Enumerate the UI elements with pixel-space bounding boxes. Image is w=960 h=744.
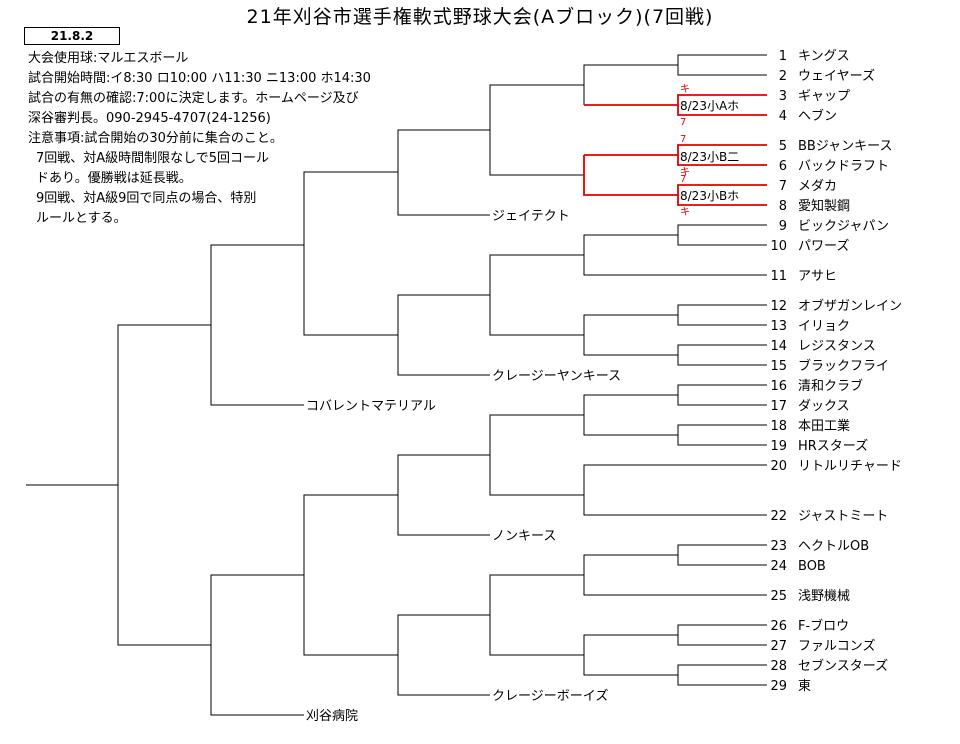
team-number: 3 (779, 89, 787, 104)
team-name: オブザガンレイン (798, 298, 902, 314)
team-number: 24 (770, 559, 787, 574)
note-start-time: 試合開始時間:イ8:30 ロ10:00 ハ11:30 ニ13:00 ホ14:30 (28, 71, 371, 86)
team-name: リトルリチャード (798, 459, 902, 474)
match-score-1-bottom: 7 (680, 117, 686, 128)
team-name: メダカ (798, 179, 837, 194)
team-number: 4 (779, 109, 787, 124)
team-name: 東 (798, 678, 811, 694)
team-number: 7 (779, 179, 787, 194)
team-name: ウェイヤーズ (798, 68, 875, 84)
team-name: 清和クラブ (798, 378, 863, 394)
match-score-2-bottom: キ (680, 167, 690, 178)
team-name: パワーズ (798, 238, 849, 254)
team-number: 12 (770, 299, 787, 314)
page-title: 21年刈谷市選手権軟式野球大会(Aブロック)(7回戦) (246, 6, 714, 28)
team-number: 1 (779, 49, 787, 64)
advanced-teams: ジェイテクト クレージーヤンキース コバレントマテリアル ノンキース クレージー… (306, 209, 621, 724)
team-name: キングス (798, 49, 850, 64)
team-number: 8 (779, 199, 787, 214)
match-label-2: 8/23小B二 (680, 150, 739, 164)
match-score-2-top: 7 (680, 134, 686, 145)
match-score-3-bottom: キ (680, 207, 690, 218)
team-name: BBジャンキース (798, 139, 893, 154)
note-caution: 注意事項:試合開始の30分前に集合のこと。 (28, 131, 283, 146)
team-number: 14 (770, 339, 787, 354)
note-rule-7b: ドあり。優勝戦は延長戦。 (36, 171, 192, 186)
match-scores: キ 7 7 キ 7 キ (680, 84, 690, 218)
advanced-covalent: コバレントマテリアル (306, 399, 436, 414)
note-contact: 深谷審判長。090-2945-4707(24-1256) (28, 111, 271, 126)
team-number: 15 (770, 359, 787, 374)
team-name: ヘブン (798, 108, 837, 124)
team-name: 本田工業 (798, 418, 850, 434)
team-number: 20 (770, 459, 787, 474)
team-name: 愛知製鋼 (798, 198, 850, 214)
team-number: 23 (770, 539, 787, 554)
advanced-kariya: 刈谷病院 (306, 709, 358, 724)
team-name: ジャストミート (798, 509, 888, 524)
match-score-3-top: 7 (680, 174, 686, 185)
note-ball: 大会使用球:マルエスボール (28, 51, 189, 66)
team-number: 9 (779, 219, 787, 234)
match-label-3: 8/23小Bホ (680, 189, 739, 203)
date-badge: 21.8.2 (24, 27, 120, 45)
team-name: アサヒ (798, 269, 837, 284)
team-name: BOB (798, 559, 826, 574)
team-name: イリョク (798, 319, 850, 334)
team-name: レジスタンス (798, 339, 876, 354)
team-name: ビックジャパン (798, 219, 889, 234)
note-rule-7: 7回戦、対A級時間制限なしで5回コール (36, 151, 270, 166)
team-number: 13 (770, 319, 787, 334)
match-label-1: 8/23小Aホ (680, 99, 739, 113)
team-name: ファルコンズ (798, 638, 875, 654)
match-score-1-top: キ (680, 84, 690, 95)
team-name: ブラックフライ (798, 358, 889, 374)
team-name: ギャップ (798, 89, 850, 104)
note-rule-9b: ルールとする。 (36, 211, 127, 226)
team-number: 19 (770, 439, 787, 454)
advanced-crazy-boys: クレージーボーイズ (492, 688, 608, 704)
team-name: ヘクトルOB (798, 539, 869, 554)
note-confirm: 試合の有無の確認:7:00に決定します。ホームページ及び (28, 91, 359, 106)
note-rule-9: 9回戦、対A級9回で同点の場合、特別 (36, 191, 257, 206)
advanced-nonkiss: ノンキース (492, 529, 556, 544)
match-labels: 8/23小Aホ 8/23小B二 8/23小Bホ (680, 99, 739, 203)
team-number: 22 (770, 509, 787, 524)
team-number: 10 (770, 239, 787, 254)
team-number: 25 (770, 589, 787, 604)
team-list: 1 キングス 2 ウェイヤーズ 3 ギャップ 4 ヘブン 5 BBジャンキース … (770, 49, 902, 694)
team-name: 浅野機械 (798, 589, 850, 604)
team-name: ダックス (798, 399, 850, 414)
team-number: 26 (770, 619, 787, 634)
team-number: 29 (770, 679, 787, 694)
team-number: 2 (779, 69, 787, 84)
bracket-lines (26, 54, 767, 716)
team-number: 17 (770, 399, 787, 414)
advanced-jeitekuto: ジェイテクト (492, 209, 570, 224)
team-number: 5 (779, 139, 787, 154)
team-name: バックドラフト (798, 159, 889, 174)
team-name: HRスターズ (798, 438, 868, 454)
team-number: 16 (770, 379, 787, 394)
match-result-lines (583, 94, 767, 206)
team-name: セブンスターズ (798, 658, 888, 674)
team-number: 28 (770, 659, 787, 674)
team-number: 6 (779, 159, 787, 174)
team-number: 27 (770, 639, 787, 654)
advanced-crazy-yankees: クレージーヤンキース (492, 369, 621, 384)
team-number: 11 (770, 269, 787, 284)
team-number: 18 (770, 419, 787, 434)
team-name: F-ブロウ (798, 618, 849, 634)
